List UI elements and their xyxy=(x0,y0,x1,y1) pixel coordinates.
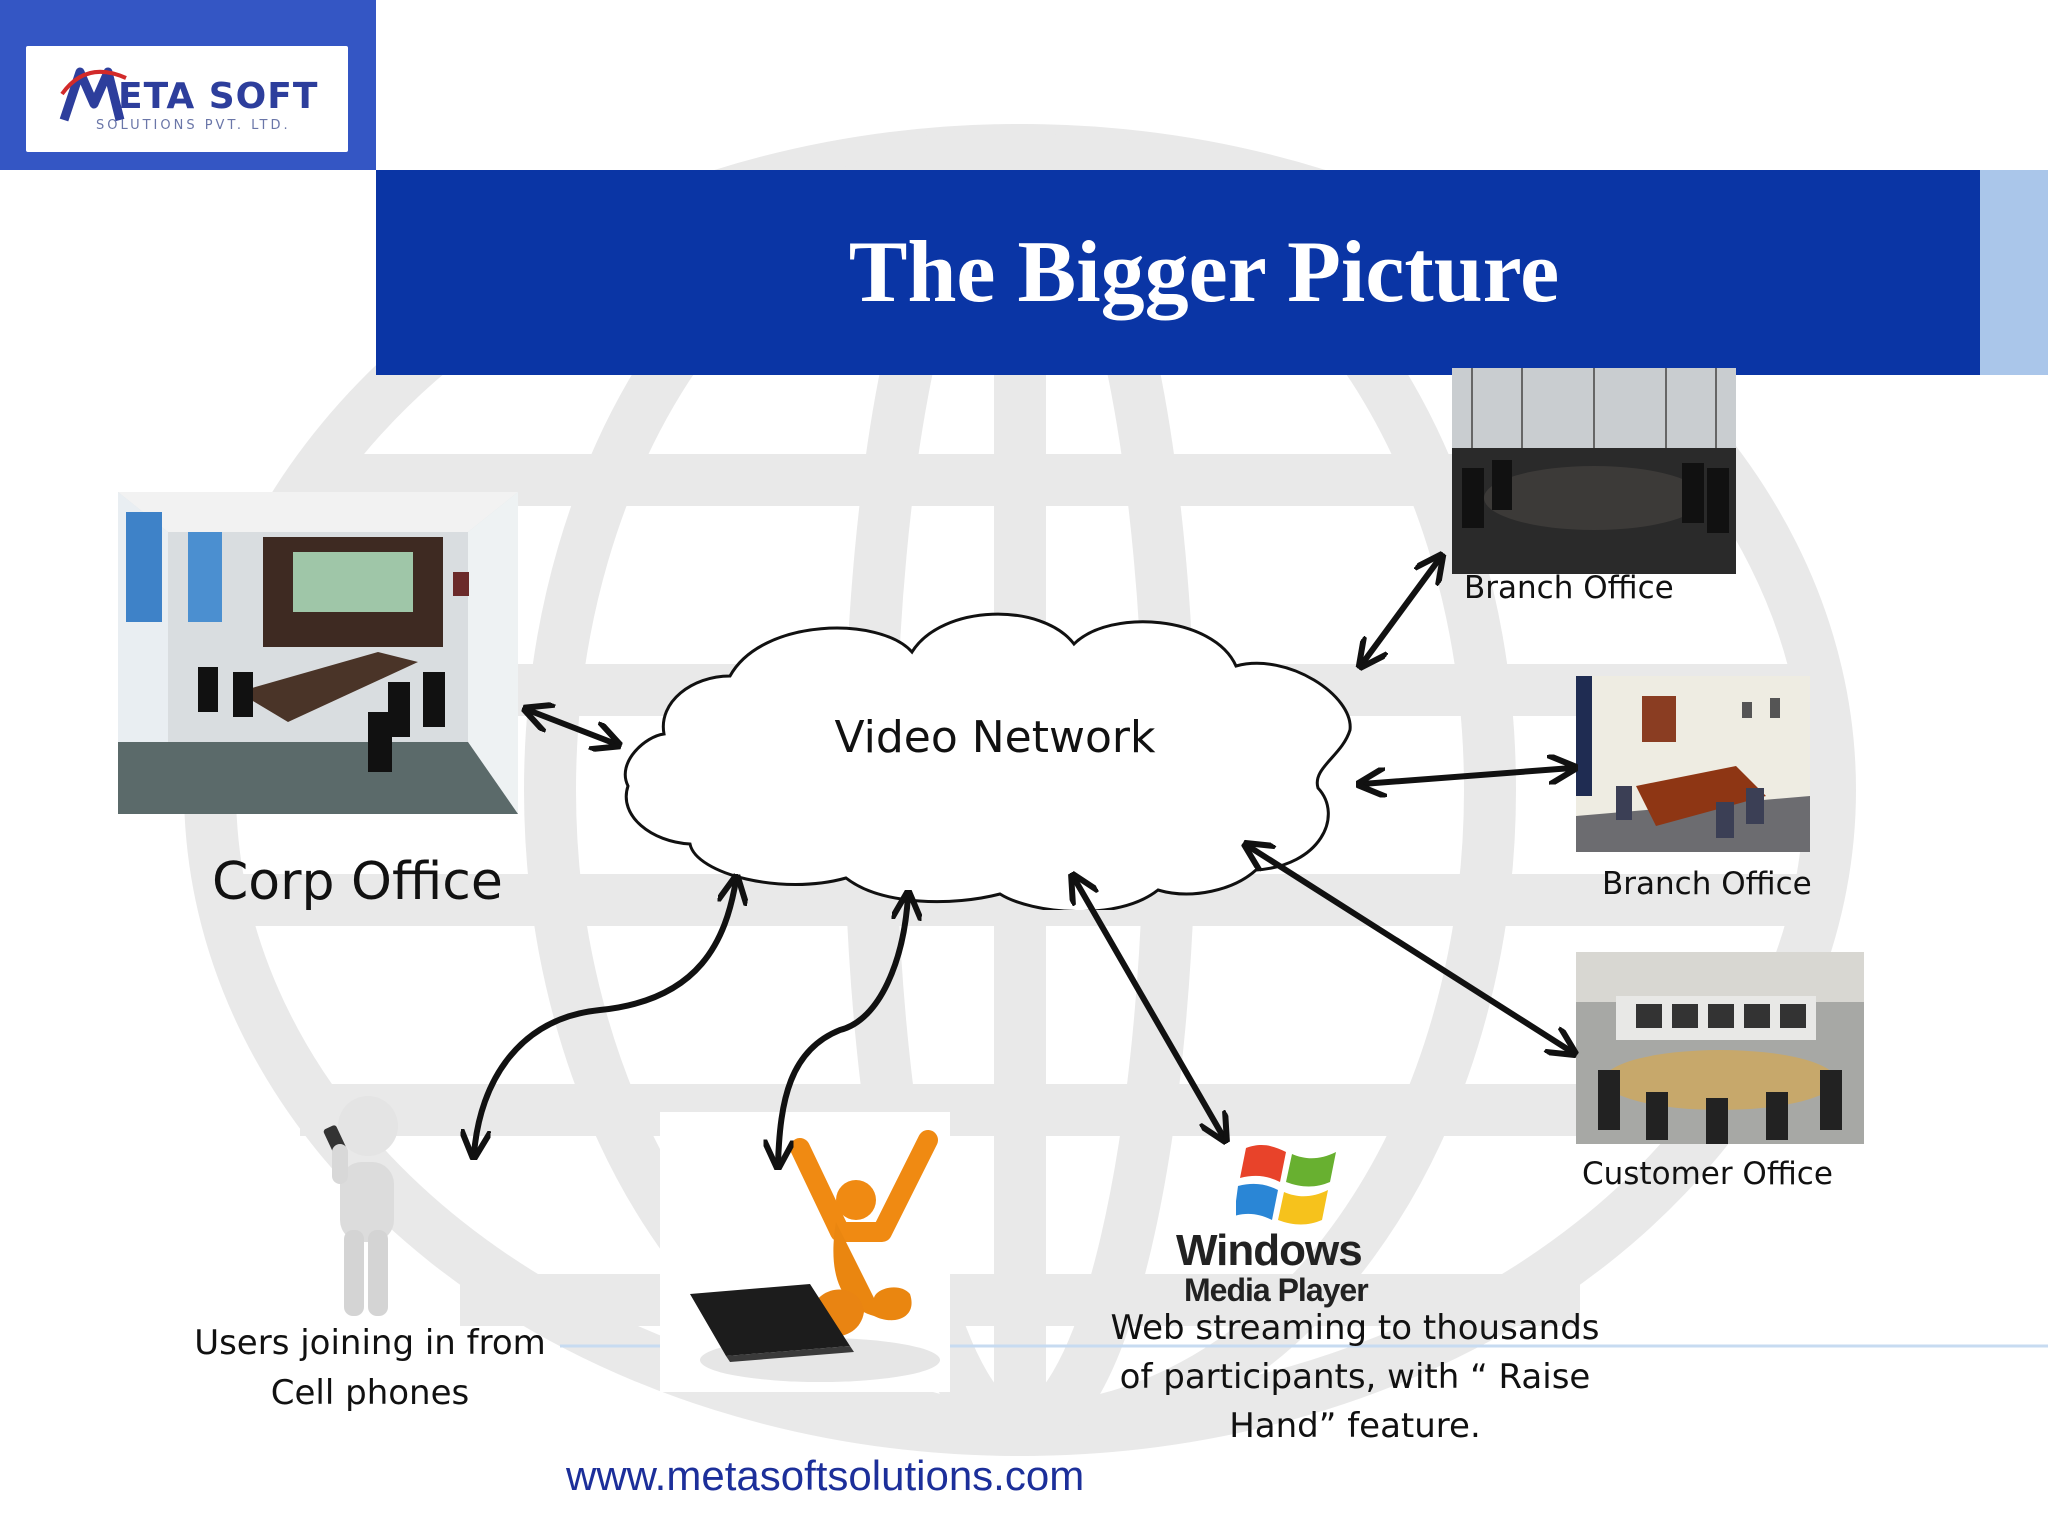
wmp-logo-line2: Media Player xyxy=(1184,1272,1369,1308)
title-band xyxy=(376,170,1980,375)
arrow-branch1 xyxy=(1362,558,1440,664)
branch-office-photo-2 xyxy=(1576,676,1810,852)
slide-title: The Bigger Picture xyxy=(848,224,1560,321)
branch-office-label-2: Branch Office xyxy=(1602,866,1812,902)
windows-flag-icon xyxy=(1236,1145,1336,1225)
arrow-corp xyxy=(528,710,616,744)
branch-office-photo-1 xyxy=(1452,368,1736,574)
website-link[interactable]: www.metasoftsolutions.com xyxy=(566,1452,1085,1499)
arrow-customer xyxy=(1248,846,1572,1052)
cell-users-label: Users joining in from Cell phones xyxy=(194,1323,546,1413)
arrow-cell xyxy=(474,880,736,1154)
corp-office-photo xyxy=(118,492,518,814)
video-network-label: Video Network xyxy=(834,712,1156,763)
corp-office-label: Corp Office xyxy=(212,852,503,912)
person-phone-icon xyxy=(323,1096,398,1316)
logo-mark-icon xyxy=(59,67,127,122)
arrow-branch2 xyxy=(1362,768,1572,784)
customer-office-photo xyxy=(1576,952,1864,1144)
web-streaming-label: Web streaming to thousands of participan… xyxy=(1110,1308,1600,1446)
company-logo[interactable]: ETA SOFT SOLUTIONS PVT. LTD. xyxy=(26,46,348,152)
branch-office-label-1: Branch Office xyxy=(1464,570,1674,606)
arrow-laptop xyxy=(778,896,908,1164)
arrow-streaming xyxy=(1074,878,1224,1138)
customer-office-label: Customer Office xyxy=(1582,1156,1833,1192)
title-band-accent xyxy=(1980,170,2048,375)
logo-tagline: SOLUTIONS PVT. LTD. xyxy=(96,118,291,133)
wmp-logo-line1: Windows xyxy=(1176,1226,1363,1275)
logo-name: ETA SOFT xyxy=(118,76,319,117)
